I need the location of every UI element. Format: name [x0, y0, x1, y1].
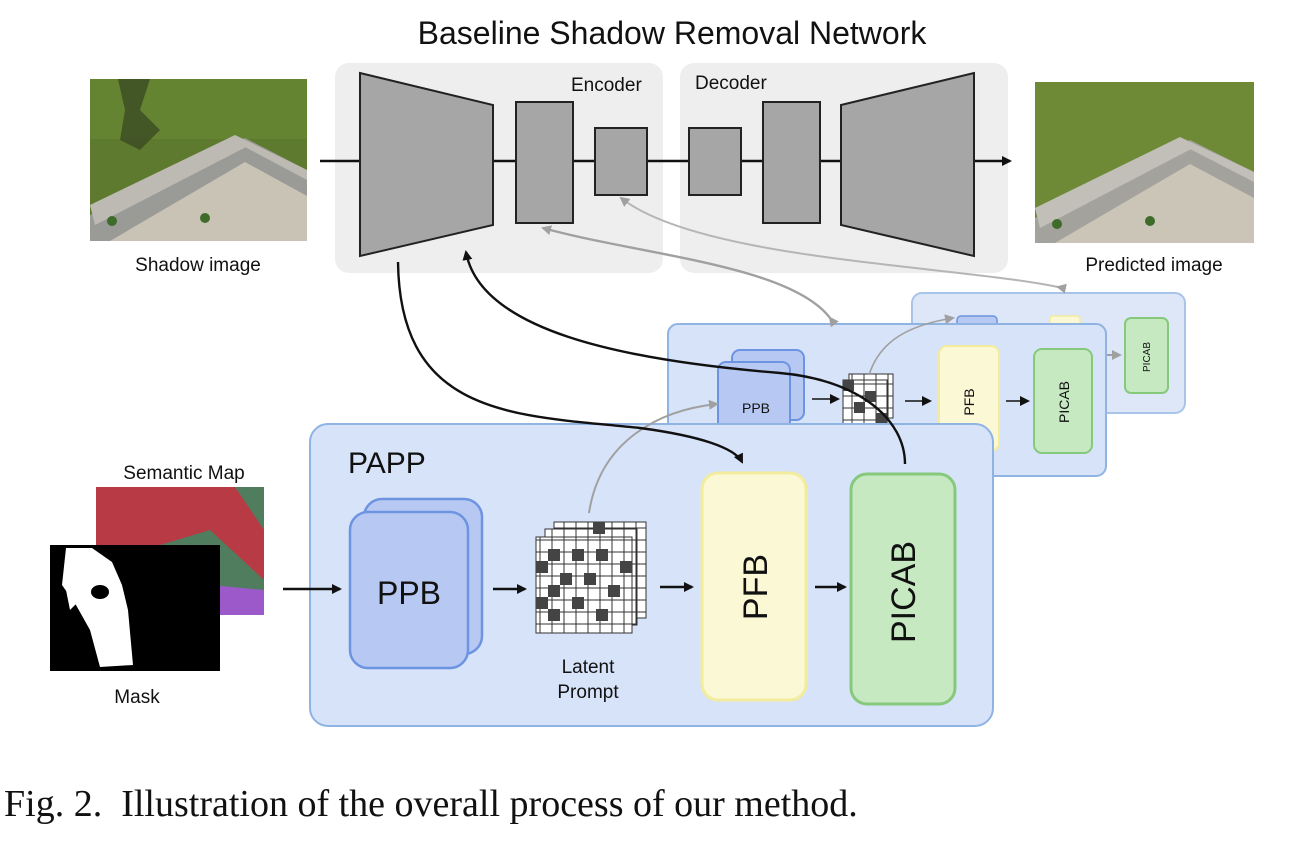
encoder-block-3: [594, 127, 648, 196]
latent-prompt-label-line2: Prompt: [557, 682, 619, 703]
picab-label: PICAB: [885, 541, 923, 643]
predicted-image-label: Predicted image: [1085, 255, 1222, 276]
latent-prompt-cube: [535, 521, 647, 634]
latent-prompt-label-line1: Latent: [562, 657, 616, 678]
caption-text: Illustration of the overall process of o…: [121, 783, 858, 825]
predicted-image: [1035, 82, 1254, 243]
gray-arrow-mini-prompt: [868, 314, 955, 376]
decoder-block-3: [840, 71, 975, 258]
gray-arrow-prompt-to-ppb: [588, 399, 719, 514]
encoder-label: Encoder: [571, 75, 642, 96]
caption-figure-number: Fig. 2.: [4, 783, 103, 825]
figure-caption: Fig. 2. Illustration of the overall proc…: [4, 782, 1284, 826]
diagram-title: Baseline Shadow Removal Network: [418, 15, 928, 51]
pfb-label: PFB: [737, 554, 775, 620]
encoder-block-1: [359, 71, 494, 258]
ppb-label: PPB: [377, 575, 441, 611]
gray-arrow-encoder3: [619, 196, 1067, 294]
decoder-label: Decoder: [695, 73, 767, 94]
shadow-image-label: Shadow image: [135, 255, 261, 276]
ppb-mini-label: PPB: [742, 400, 770, 416]
papp-label: PAPP: [348, 447, 426, 480]
mask-label: Mask: [114, 687, 160, 708]
black-arrow-encoder-to-pfb: [396, 261, 744, 464]
shadow-image: [90, 79, 307, 241]
black-arrow-picab-to-encoder: [462, 250, 907, 465]
mask-image: [50, 545, 220, 671]
picab-mini-label: PICAB: [1056, 381, 1072, 423]
ppb-block: [348, 510, 470, 670]
encoder-block-2: [515, 101, 574, 224]
semantic-map-label: Semantic Map: [123, 463, 244, 484]
picab-mini-back-label: PICAB: [1142, 342, 1153, 372]
picab-mini-back: [1124, 317, 1169, 394]
decoder-block-2: [762, 101, 821, 224]
latent-prompt-mini: [842, 373, 894, 425]
decoder-block-1: [688, 127, 742, 196]
picab-mini: [1033, 348, 1093, 454]
pfb-mini-label: PFB: [961, 388, 977, 415]
picab-block: [849, 472, 957, 706]
pfb-block: [700, 471, 808, 702]
